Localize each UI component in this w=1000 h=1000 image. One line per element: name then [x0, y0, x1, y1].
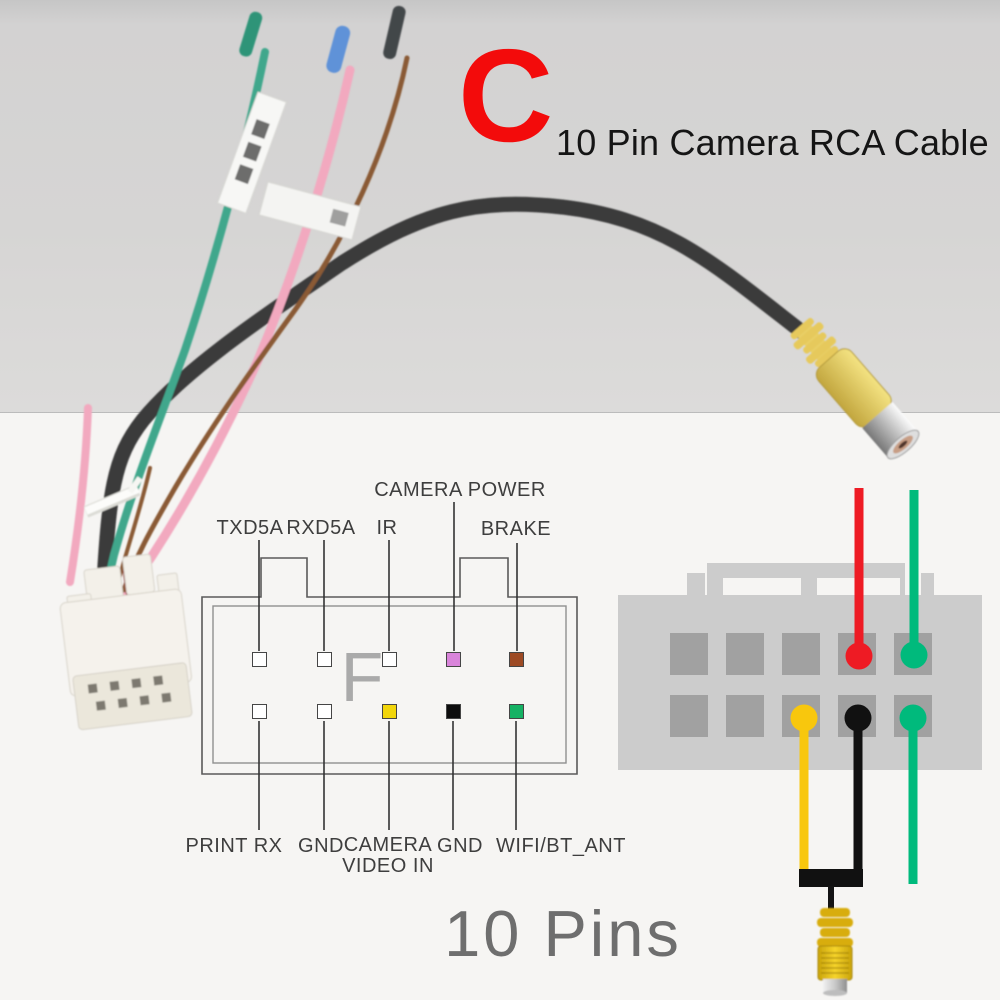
white-connector-photo: [59, 553, 193, 731]
pin-bottom-3-camera-video-in: [382, 704, 397, 719]
green-dot-2: [899, 704, 927, 732]
rca-male-plug: [817, 908, 853, 996]
section-badge: C: [458, 22, 554, 169]
breakout-wire-dots: [790, 641, 928, 732]
pinout-label-lines: [258, 502, 518, 830]
pin-bottom-1-print-rx: [252, 704, 267, 719]
connector-face-marking: F: [340, 638, 384, 716]
black-dot: [844, 704, 872, 732]
pin-top-1-txd5a: [252, 652, 267, 667]
label-brake: BRAKE: [480, 518, 552, 540]
pin-top-3-ir: [382, 652, 397, 667]
pin-bottom-5-wifi-bt-ant: [509, 704, 524, 719]
green-dot: [900, 641, 928, 669]
yellow-dot: [790, 704, 818, 732]
green-wire: [103, 48, 269, 600]
label-print-rx: PRINT RX: [185, 835, 283, 857]
plug-stem: [828, 886, 834, 910]
connector-slot: [723, 578, 801, 595]
blue-wire-tip: [326, 25, 351, 73]
breakout-wires: [799, 488, 919, 884]
label-rxd5a: RXD5A: [286, 517, 356, 539]
rca-female-jack: [790, 318, 920, 460]
label-wifi-bt-ant: WIFI/BT_ANT: [496, 835, 626, 857]
label-txd5a: TXD5A: [216, 517, 284, 539]
label-tag: [217, 91, 362, 241]
pin-bottom-2-gnd: [317, 704, 332, 719]
label-ir: IR: [376, 517, 398, 539]
page-title: 10 Pin Camera RCA Cable: [556, 122, 989, 163]
pin-top-5-brake: [509, 652, 524, 667]
label-gnd-2: GND: [437, 835, 483, 857]
brown-wire-tip: [383, 5, 406, 59]
label-gnd-1: GND: [298, 835, 344, 857]
pin-top-4-camera-power: [446, 652, 461, 667]
zip-tie: [83, 476, 143, 518]
mating-connector-silhouette: [618, 563, 982, 770]
cable-photo: [59, 5, 920, 731]
jack-strain-relief: [790, 318, 839, 368]
green-wire-tip: [239, 11, 263, 57]
pink-wire-2: [66, 404, 92, 586]
main-cable: [95, 196, 810, 606]
red-dot: [845, 642, 873, 670]
breakout-junction-bar: [799, 869, 863, 887]
brown-wire: [121, 55, 410, 593]
label-camera-power: CAMERA POWER: [374, 479, 546, 501]
label-camera-video-in: CAMERA VIDEO IN: [342, 834, 434, 877]
pin-count-caption: 10 Pins: [444, 897, 682, 970]
pin-bottom-4-gnd: [446, 704, 461, 719]
connector-pin-holes: [87, 675, 172, 711]
pin-top-2-rxd5a: [317, 652, 332, 667]
